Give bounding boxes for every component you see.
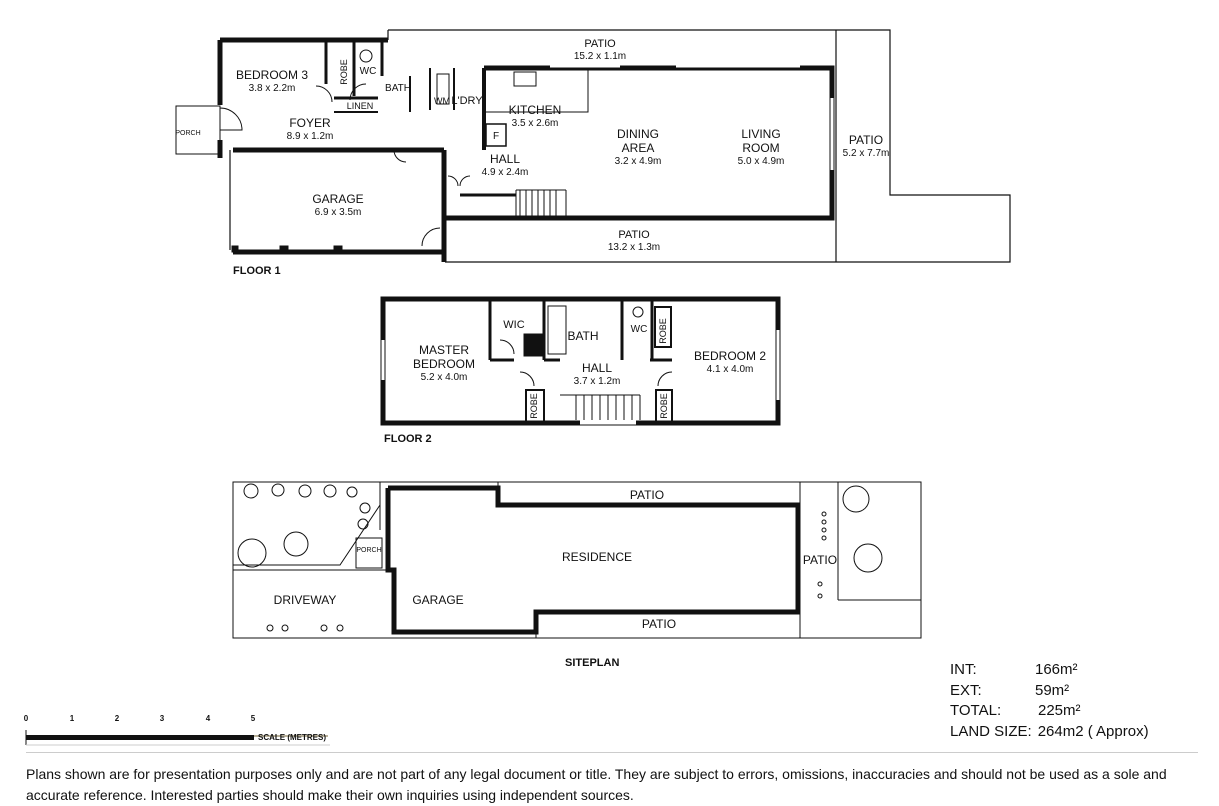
scale-label: SCALE (METRES) bbox=[258, 733, 326, 742]
driveway-label: DRIVEWAY bbox=[274, 593, 337, 607]
site-garage-label: GARAGE bbox=[412, 593, 463, 607]
scale-tick-1: 1 bbox=[70, 714, 75, 723]
stat-total-key: TOTAL: bbox=[950, 702, 1002, 719]
garage-name: GARAGE bbox=[312, 192, 363, 206]
master-dim: 5.2 x 4.0m bbox=[421, 372, 468, 383]
scale-tick-5: 5 bbox=[251, 714, 256, 723]
f1-patio-bottom-dim: 13.2 x 1.3m bbox=[608, 242, 660, 253]
stat-total: TOTAL: 225m² bbox=[950, 701, 1149, 722]
linen-label: LINEN bbox=[347, 101, 374, 111]
living-name-1: LIVING bbox=[741, 127, 780, 141]
f2-bath-label: BATH bbox=[567, 329, 598, 343]
disclaimer: Plans shown are for presentation purpose… bbox=[26, 766, 1167, 803]
living-dim: 5.0 x 4.9m bbox=[738, 156, 785, 167]
garage-dim: 6.9 x 3.5m bbox=[315, 207, 362, 218]
f1-robe-label: ROBE bbox=[339, 59, 349, 85]
f1-bath-label: BATH bbox=[385, 83, 411, 94]
site-porch-label: PORCH bbox=[356, 547, 381, 554]
stat-land: LAND SIZE: 264m2 ( Approx) bbox=[950, 722, 1149, 743]
laundry-label: L'DRY bbox=[451, 95, 483, 107]
f1-patio-bottom-name: PATIO bbox=[618, 229, 650, 241]
site-patio-right-label: PATIO bbox=[803, 553, 837, 567]
stat-int: INT: 166m² bbox=[950, 660, 1149, 681]
dining-dim: 3.2 x 4.9m bbox=[615, 156, 662, 167]
residence-label: RESIDENCE bbox=[562, 550, 632, 564]
f2-wc-label: WC bbox=[631, 324, 648, 335]
stat-total-value: 225m² bbox=[1038, 702, 1081, 719]
f2-robe-label-3: ROBE bbox=[659, 393, 669, 419]
stat-int-value: 166m² bbox=[1035, 661, 1078, 678]
scale-bar bbox=[25, 730, 330, 746]
floor-1-title: FLOOR 1 bbox=[233, 265, 281, 277]
fridge-label: F bbox=[493, 131, 499, 142]
scale-tick-2: 2 bbox=[115, 714, 120, 723]
floor-2-plan bbox=[380, 296, 781, 426]
f1-porch-label: PORCH bbox=[175, 130, 200, 137]
f1-patio-top-name: PATIO bbox=[584, 38, 616, 50]
siteplan-title: SITEPLAN bbox=[565, 657, 619, 669]
stat-land-value: 264m2 ( Approx) bbox=[1037, 722, 1149, 740]
scale-tick-4: 4 bbox=[206, 714, 211, 723]
master-name-1: MASTER bbox=[419, 343, 469, 357]
f1-patio-top-dim: 15.2 x 1.1m bbox=[574, 51, 626, 62]
f2-robe-label-2: ROBE bbox=[529, 393, 539, 419]
f1-patio-right-name: PATIO bbox=[849, 133, 883, 147]
bedroom2-name: BEDROOM 2 bbox=[694, 349, 766, 363]
scale-tick-3: 3 bbox=[160, 714, 165, 723]
bedroom2-dim: 4.1 x 4.0m bbox=[707, 364, 754, 375]
scale-tick-0: 0 bbox=[24, 714, 29, 723]
f2-hall-name: HALL bbox=[582, 361, 612, 375]
master-name-2: BEDROOM bbox=[413, 357, 475, 371]
wm-label: WM bbox=[434, 96, 450, 106]
f2-robe-label-1: ROBE bbox=[658, 318, 668, 344]
bedroom3-name: BEDROOM 3 bbox=[236, 68, 308, 82]
f1-patio-right-dim: 5.2 x 7.7m bbox=[843, 148, 890, 159]
f1-wc-label: WC bbox=[360, 66, 377, 77]
bedroom3-dim: 3.8 x 2.2m bbox=[249, 83, 296, 94]
floor-1-plan bbox=[175, 29, 1011, 263]
wic-label: WIC bbox=[503, 319, 524, 331]
foyer-name: FOYER bbox=[289, 116, 331, 130]
divider bbox=[26, 752, 1198, 753]
stat-ext-key: EXT: bbox=[950, 681, 982, 699]
kitchen-dim: 3.5 x 2.6m bbox=[512, 118, 559, 129]
dining-name-2: AREA bbox=[622, 141, 655, 155]
living-name-2: ROOM bbox=[742, 141, 779, 155]
f1-hall-name: HALL bbox=[490, 152, 520, 166]
area-summary: INT: 166m² EXT: 59m² TOTAL: 225m² LAND S… bbox=[950, 660, 1149, 742]
f1-hall-dim: 4.9 x 2.4m bbox=[482, 167, 529, 178]
site-patio-bottom-label: PATIO bbox=[642, 617, 676, 631]
stat-ext: EXT: 59m² bbox=[950, 681, 1149, 702]
site-patio-top-label: PATIO bbox=[630, 488, 664, 502]
siteplan-drawing bbox=[232, 481, 922, 639]
stat-int-key: INT: bbox=[950, 661, 977, 678]
stat-land-key: LAND SIZE: bbox=[950, 722, 1032, 740]
stat-ext-value: 59m² bbox=[1035, 681, 1070, 699]
f2-hall-dim: 3.7 x 1.2m bbox=[574, 376, 621, 387]
kitchen-name: KITCHEN bbox=[509, 103, 562, 117]
floor-2-title: FLOOR 2 bbox=[384, 433, 432, 445]
foyer-dim: 8.9 x 1.2m bbox=[287, 131, 334, 142]
dining-name-1: DINING bbox=[617, 127, 659, 141]
